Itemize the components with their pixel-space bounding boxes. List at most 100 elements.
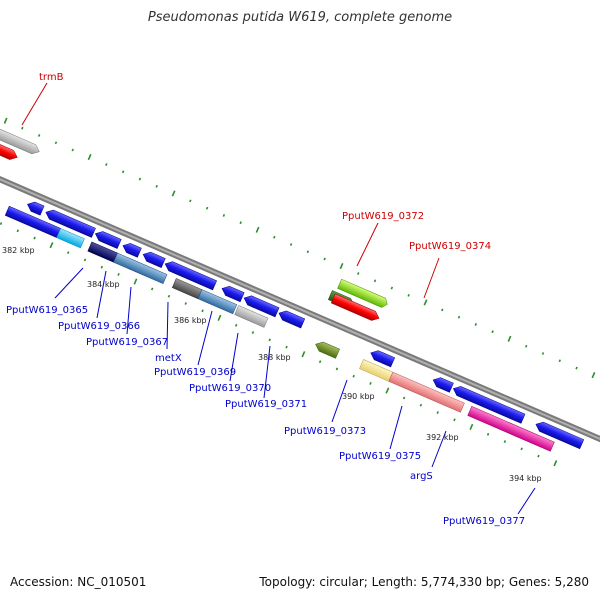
minor-tick	[558, 359, 561, 363]
minor-tick	[273, 235, 276, 239]
major-tick	[423, 299, 428, 306]
label-leaders	[21, 82, 536, 515]
major-tick	[171, 190, 176, 197]
gene-0374-red	[330, 293, 380, 321]
gene-lightgray	[234, 305, 269, 328]
major-tick	[255, 226, 260, 233]
kbp-label: 392 kbp	[426, 433, 459, 442]
minor-tick	[390, 286, 394, 290]
minor-tick	[16, 229, 20, 233]
gene-blue-b	[278, 310, 306, 329]
gene-0369	[142, 251, 166, 268]
minor-tick	[100, 265, 103, 269]
minor-tick	[150, 287, 154, 291]
label-metX: metX	[155, 353, 182, 364]
label-0369: PputW619_0369	[154, 367, 236, 378]
minor-tick	[541, 352, 545, 355]
label-0374: PputW619_0374	[409, 241, 491, 252]
minor-tick	[251, 331, 255, 335]
gene-0366	[45, 209, 96, 238]
label-0366: PputW619_0366	[58, 321, 140, 332]
label-0373: PputW619_0373	[284, 426, 366, 437]
minor-tick	[66, 251, 70, 255]
minor-tick	[524, 344, 528, 348]
gene-steel-b	[197, 289, 238, 315]
label-trmB: trmB	[39, 72, 64, 83]
label-0367: PputW619_0367	[86, 337, 168, 348]
gene-0371	[221, 286, 245, 303]
kbp-label: 390 kbp	[342, 392, 375, 401]
gene-blue-c	[370, 350, 396, 368]
minor-tick	[357, 272, 360, 275]
minor-tick	[503, 440, 507, 444]
minor-tick	[491, 330, 494, 334]
minor-tick	[138, 177, 142, 181]
map-title: Pseudomonas putida W619, complete genome	[147, 10, 453, 25]
gene-0372-bar	[337, 278, 388, 308]
gene-0373	[315, 341, 340, 359]
kbp-label: 384 kbp	[87, 280, 120, 289]
genome-track	[0, 117, 600, 467]
minor-tick	[575, 366, 578, 370]
topology-text: Topology: circular; Length: 5,774,330 bp…	[259, 575, 589, 589]
gene-blue-f	[535, 421, 585, 450]
minor-tick	[457, 315, 461, 319]
minor-tick	[486, 432, 490, 436]
label-0371: PputW619_0371	[225, 399, 307, 410]
minor-tick	[402, 396, 406, 400]
gene-blue-d	[432, 377, 454, 393]
label-0370: PputW619_0370	[189, 383, 271, 394]
minor-tick	[318, 360, 322, 364]
gene-argS	[388, 371, 465, 413]
minor-tick	[323, 257, 326, 261]
major-tick	[507, 335, 512, 342]
minor-tick	[105, 163, 108, 166]
minor-tick	[453, 418, 456, 422]
minor-tick	[285, 345, 288, 349]
gene-metX	[122, 243, 142, 258]
kbp-labels: 382 kbp 384 kbp 386 kbp 388 kbp 390 kbp …	[2, 246, 542, 483]
minor-tick	[205, 206, 209, 210]
minor-tick	[352, 374, 355, 378]
gene-cyan	[56, 228, 85, 249]
label-0365: PputW619_0365	[6, 305, 88, 316]
major-tick	[301, 351, 306, 358]
minor-tick	[268, 338, 271, 342]
gene-0370	[164, 261, 217, 291]
minor-tick	[121, 170, 125, 174]
minor-tick	[33, 236, 36, 240]
minor-tick	[474, 323, 478, 326]
major-tick	[385, 387, 390, 394]
minor-tick	[0, 222, 3, 225]
minor-tick	[222, 213, 226, 217]
minor-tick	[54, 141, 58, 145]
minor-tick	[184, 302, 187, 305]
minor-tick	[189, 199, 192, 203]
gene-red-1	[0, 137, 18, 160]
minor-tick	[201, 309, 204, 313]
minor-tick	[335, 367, 339, 371]
gene-blue-e	[452, 386, 526, 424]
kbp-label: 382 kbp	[2, 246, 35, 255]
minor-tick	[83, 258, 87, 262]
minor-tick	[407, 293, 410, 297]
gene-steel-a	[113, 252, 168, 285]
major-tick	[49, 242, 54, 249]
reverse-strand-outer	[4, 205, 555, 452]
minor-tick	[21, 126, 24, 130]
accession-text: Accession: NC_010501	[10, 575, 147, 589]
kbp-label: 394 kbp	[509, 474, 542, 483]
gene-blue-a	[243, 295, 280, 318]
minor-tick	[37, 134, 41, 137]
minor-tick	[373, 279, 377, 283]
major-tick	[591, 372, 596, 379]
gene-trmB-bar	[0, 124, 40, 155]
gene-0367	[95, 231, 122, 249]
reverse-strand-inner	[27, 201, 585, 450]
gene-0365	[27, 201, 45, 216]
minor-tick	[419, 403, 423, 407]
forward-strand-inner	[0, 137, 380, 321]
label-0375: PputW619_0375	[339, 451, 421, 462]
major-tick	[553, 460, 558, 467]
label-0372: PputW619_0372	[342, 211, 424, 222]
